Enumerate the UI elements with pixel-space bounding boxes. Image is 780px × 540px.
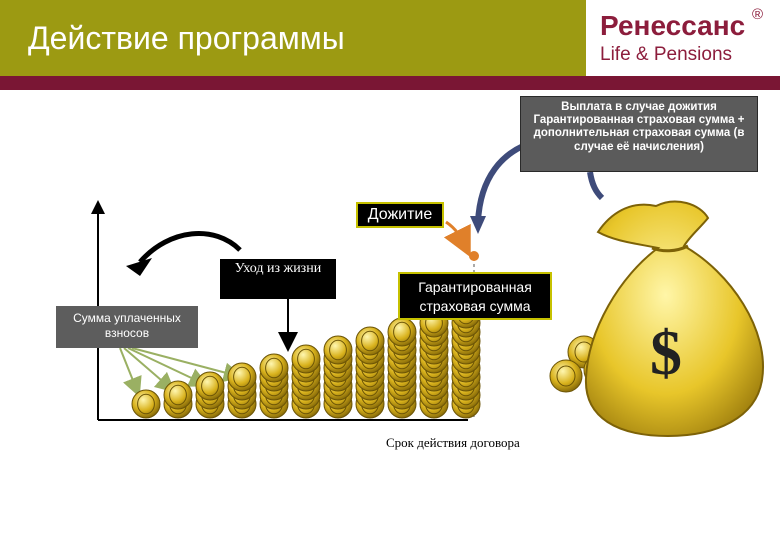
coin-stack — [163, 380, 193, 419]
payout-arrow-right — [587, 171, 605, 201]
coin-stack — [259, 353, 289, 419]
coin-stack — [323, 335, 353, 419]
death-box: Уход из жизни — [220, 259, 336, 299]
y-axis-arrow — [91, 200, 105, 214]
dollar-sign-icon: $ — [650, 317, 682, 388]
coin-icon — [387, 317, 417, 347]
brand-name: Ренессанс — [600, 10, 746, 41]
paid-arrow — [123, 347, 176, 393]
coin-icon — [291, 344, 321, 374]
survival-arrow — [443, 220, 471, 258]
contract-term-label: Срок действия договора — [386, 435, 520, 450]
brand-subtitle: Life & Pensions — [600, 44, 733, 65]
payout-box: Выплата в случае дожития Гарантированная… — [520, 96, 758, 172]
paid-arrows — [119, 347, 244, 398]
survival-box: Дожитие — [356, 202, 444, 228]
guaranteed-sum-box: Гарантированная страховая сумма — [398, 272, 552, 320]
coin-icon — [323, 335, 353, 365]
header-bar: Действие программы Ренессанс ® Life & Pe… — [0, 0, 780, 76]
coin-stack — [227, 362, 257, 419]
brand-logo: Ренессанс ® Life & Pensions — [586, 0, 780, 76]
coin-icon — [163, 380, 193, 410]
refund-arrow-head — [126, 258, 152, 276]
refund-arrow — [138, 231, 242, 264]
page-title: Действие программы — [28, 20, 345, 56]
registered-mark: ® — [752, 6, 764, 23]
payout-arrow-left-head — [470, 216, 486, 234]
paid-sum-box: Сумма уплаченных взносов — [56, 306, 198, 348]
paid-arrow — [127, 347, 210, 387]
paid-arrow — [119, 347, 142, 398]
coin-stack — [195, 371, 225, 419]
coin-icon — [195, 371, 225, 401]
paid-arrow — [131, 347, 244, 383]
coin-icon — [549, 359, 583, 393]
coin-icon — [227, 362, 257, 392]
coin-stack — [355, 326, 385, 419]
coin-stack — [419, 308, 449, 419]
coin-stack — [387, 317, 417, 419]
coin-icon — [355, 326, 385, 356]
coin-stack — [291, 344, 321, 419]
coin-icon — [259, 353, 289, 383]
term-end-marker — [469, 251, 479, 261]
coin-icon — [131, 389, 161, 419]
money-bag-icon: $ — [584, 200, 764, 438]
header-stripe — [0, 76, 780, 90]
coin-stack — [131, 389, 161, 419]
